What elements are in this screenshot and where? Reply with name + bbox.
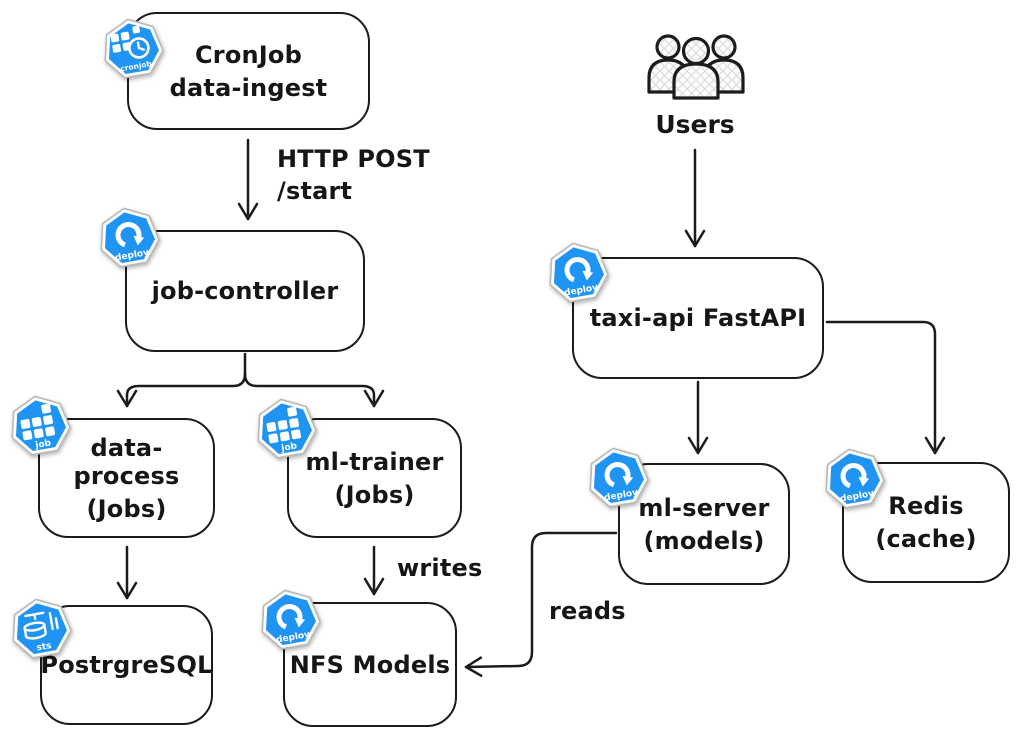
- node-postgresql: PostrgreSQL: [40, 605, 213, 725]
- node-ml-trainer: ml-trainer (Jobs): [287, 418, 462, 538]
- edge-jobcontroller-to-mltrainer: [243, 372, 385, 408]
- node-label: Redis: [888, 492, 964, 520]
- k8s-deployment-icon: deploy: [100, 207, 160, 268]
- edge-label-reads: reads: [549, 597, 626, 625]
- node-label: (cache): [875, 525, 977, 553]
- node-data-process: data-process (Jobs): [38, 418, 215, 538]
- icon-text: job: [280, 441, 299, 454]
- edge-mlserver-to-nfs: [464, 531, 618, 677]
- node-label: data-process: [73, 433, 180, 490]
- node-label: (models): [643, 526, 765, 555]
- k8s-cronjob-icon: cronjob: [104, 18, 164, 79]
- edge-label-writes: writes: [397, 554, 483, 582]
- node-job-controller: job-controller: [125, 230, 365, 352]
- edge-taxiapi-to-redis: [825, 320, 946, 455]
- users-icon: [647, 34, 745, 100]
- k8s-job-icon: job: [257, 398, 317, 459]
- node-label: PostrgreSQL: [40, 651, 213, 679]
- node-label: NFS Models: [289, 650, 451, 679]
- k8s-deployment-icon: deploy: [589, 447, 649, 508]
- node-cronjob-data-ingest: CronJob data-ingest: [127, 12, 370, 130]
- k8s-deployment-icon: deploy: [825, 448, 885, 509]
- icon-text: sts: [36, 641, 53, 653]
- node-label: job-controller: [151, 277, 339, 305]
- node-label: CronJob: [194, 40, 303, 69]
- node-taxi-api-fastapi: taxi-api FastAPI: [572, 257, 824, 379]
- node-label: (Jobs): [334, 480, 415, 509]
- k8s-statefulset-icon: sts: [12, 598, 72, 659]
- k8s-deployment-icon: deploy: [261, 589, 321, 650]
- node-label: taxi-api FastAPI: [589, 304, 807, 332]
- k8s-job-icon: job: [11, 395, 71, 456]
- k8s-deployment-icon: deploy: [549, 242, 609, 303]
- icon-text: job: [34, 438, 53, 451]
- edge-label-line: /start: [277, 177, 353, 205]
- edge-label-line: HTTP POST: [277, 145, 430, 173]
- edge-label-http-post: HTTP POST /start: [277, 143, 430, 207]
- users-label: Users: [655, 110, 735, 139]
- node-label: (Jobs): [86, 494, 167, 523]
- node-label: ml-trainer: [305, 447, 444, 476]
- edge-jobcontroller-to-dataprocess: [116, 372, 247, 408]
- node-label: ml-server: [638, 493, 770, 522]
- node-label: data-ingest: [169, 73, 328, 102]
